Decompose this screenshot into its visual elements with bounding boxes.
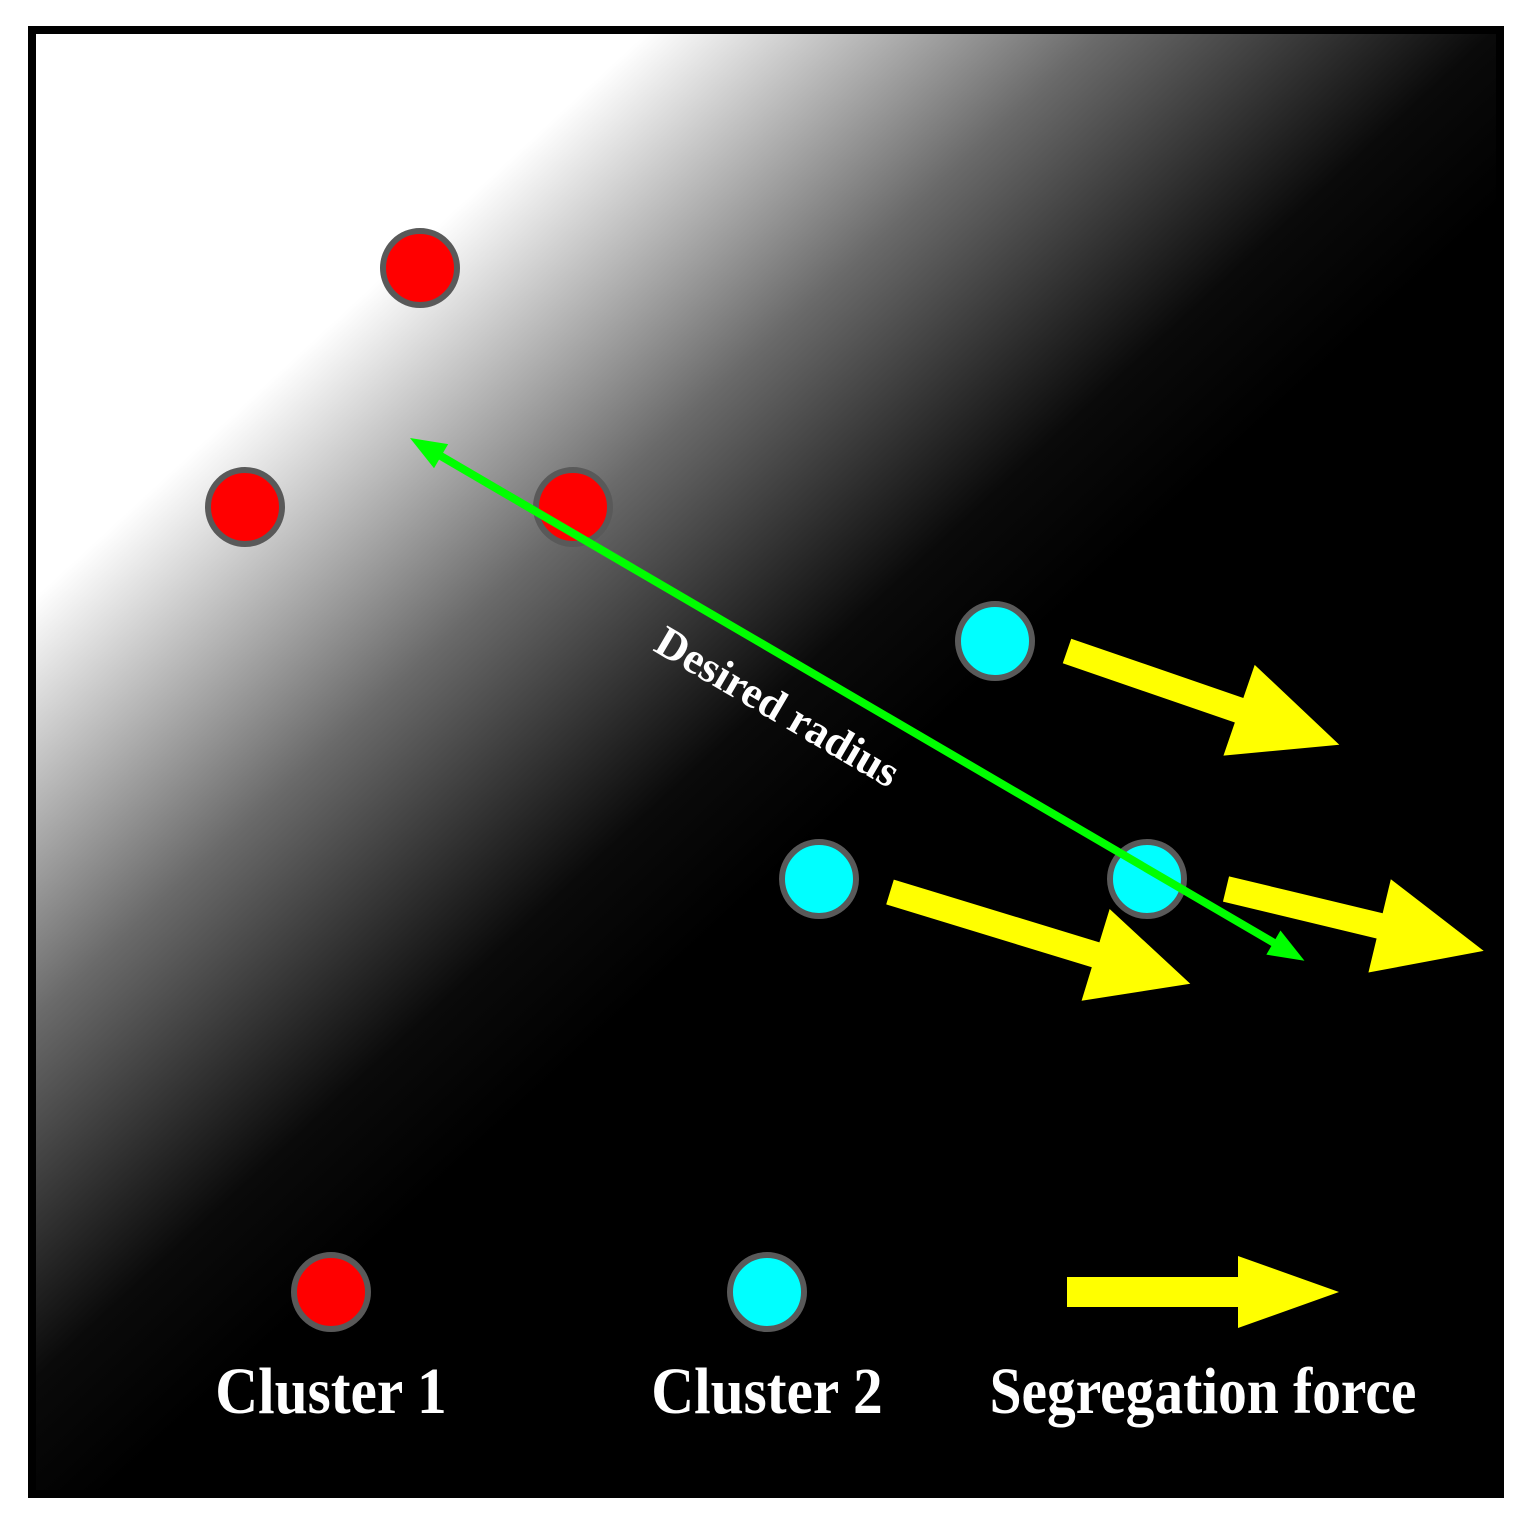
legend: Cluster 1 Cluster 2 Segregation force xyxy=(215,1252,1417,1428)
legend-force-arrow-icon xyxy=(1067,1256,1339,1328)
legend-cluster1-icon xyxy=(291,1252,371,1332)
cluster1-nodes xyxy=(205,228,613,547)
green-double-arrow-icon xyxy=(410,438,1305,961)
legend-cluster2-icon xyxy=(727,1252,807,1332)
legend-force-label: Segregation force xyxy=(990,1355,1417,1428)
cluster2-node xyxy=(955,601,1035,681)
diagram-background xyxy=(28,26,1504,1498)
yellow-right-arrow-icon xyxy=(1062,638,1340,756)
yellow-right-arrow-icon xyxy=(886,879,1191,1001)
desired-radius-arrow xyxy=(410,438,1305,961)
legend-cluster1-label: Cluster 1 xyxy=(215,1354,446,1428)
cluster1-node xyxy=(205,467,285,547)
cluster1-node xyxy=(380,228,460,308)
segregation-force-arrows xyxy=(886,638,1484,1001)
cluster2-node xyxy=(779,839,859,919)
legend-cluster2-label: Cluster 2 xyxy=(651,1354,882,1428)
cluster2-nodes xyxy=(779,601,1187,919)
yellow-right-arrow-icon xyxy=(1222,876,1484,973)
